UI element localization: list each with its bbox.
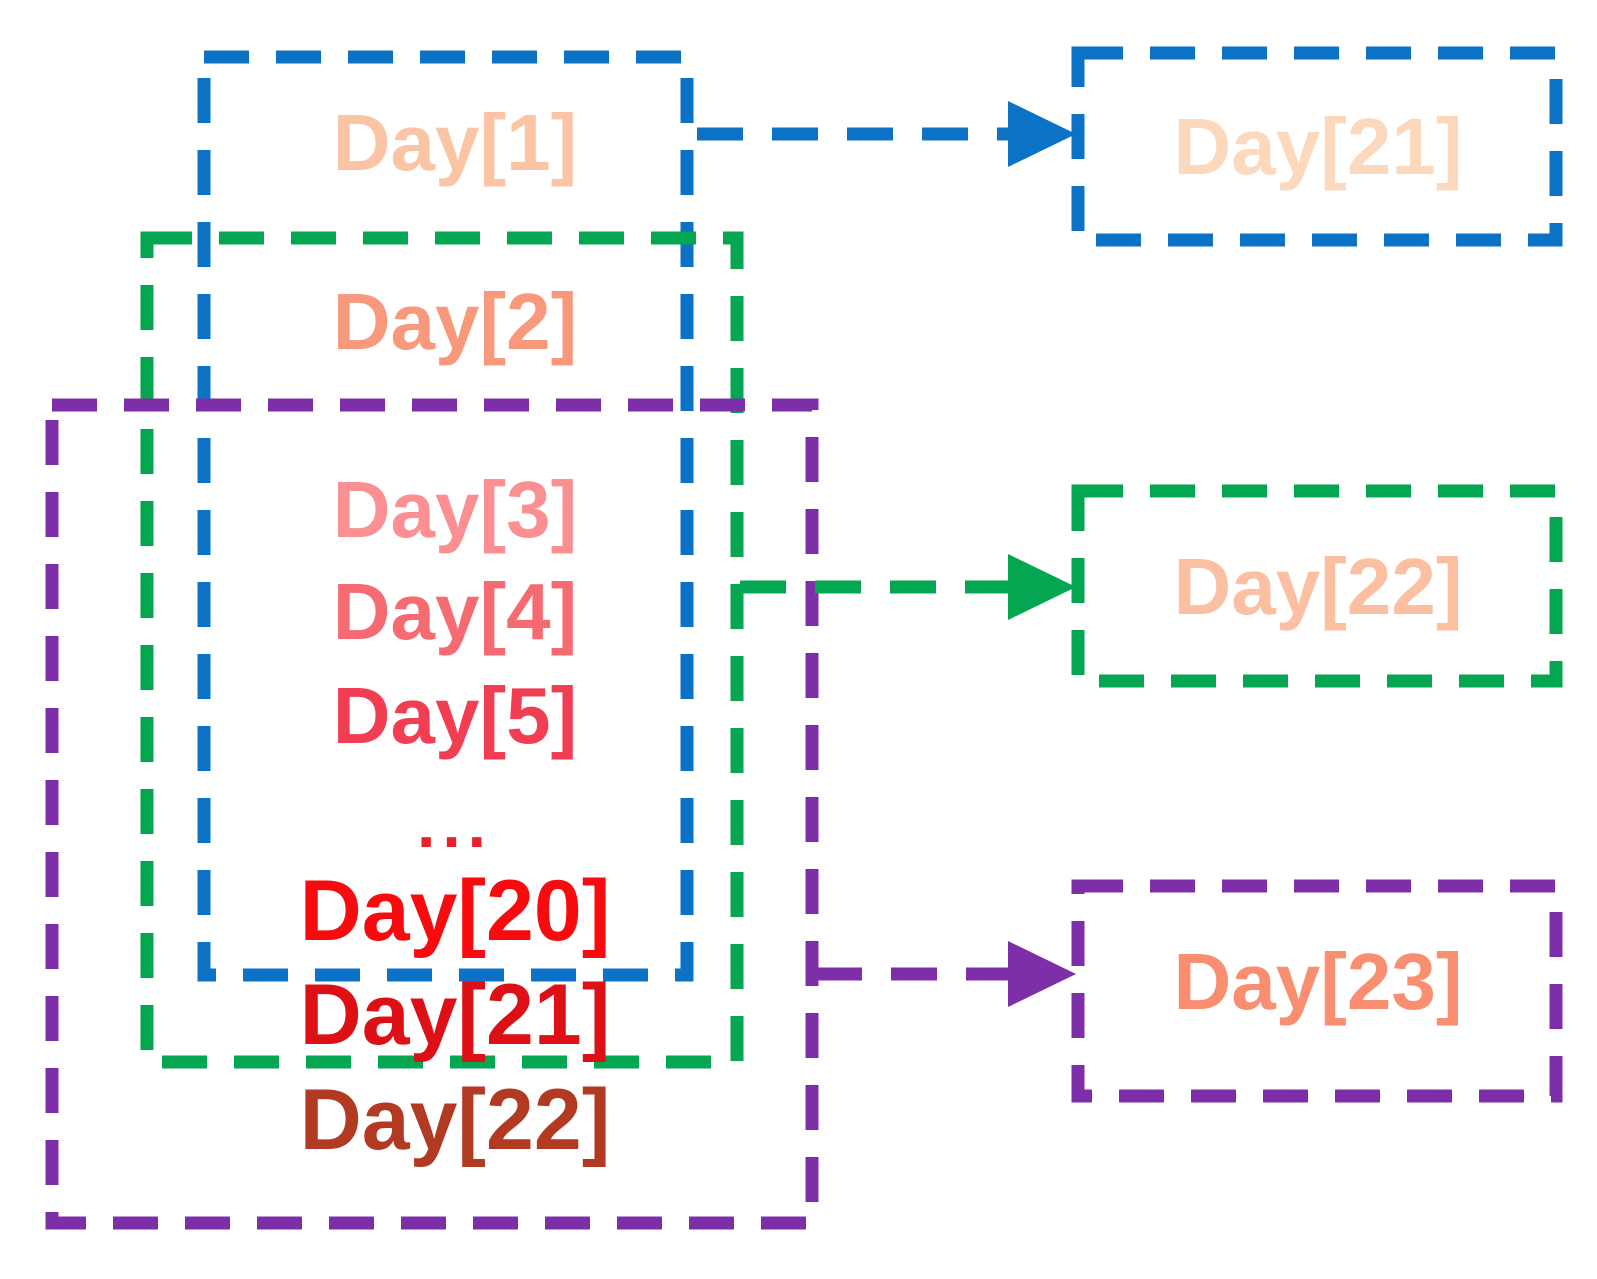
output-day-label-23: Day[23] [1173, 937, 1463, 1026]
ellipsis-label: ... [416, 787, 494, 861]
window-3-arrowhead-icon [1008, 941, 1076, 1007]
input-day-label-4: Day[4] [332, 567, 578, 656]
window-2-arrowhead-icon [1008, 554, 1076, 620]
window-1-arrowhead-icon [1008, 101, 1076, 167]
output-day-label-21: Day[21] [1173, 102, 1463, 191]
window-2-input-box [140, 231, 744, 1069]
input-day-label-2: Day[2] [332, 277, 578, 366]
window-3-output-box [1071, 879, 1563, 1103]
input-day-label-22: Day[22] [299, 1072, 611, 1168]
input-day-label-3: Day[3] [332, 465, 578, 554]
window-1-output-box [1071, 46, 1563, 247]
input-day-label-20: Day[20] [299, 863, 611, 959]
input-day-label-1: Day[1] [332, 98, 578, 187]
window-3-input-box [45, 398, 819, 1230]
input-day-label-21: Day[21] [299, 967, 611, 1063]
window-2-output-box [1071, 484, 1563, 688]
window-1-input-box [197, 50, 694, 982]
output-day-label-22: Day[22] [1173, 542, 1463, 631]
input-day-label-5: Day[5] [332, 671, 578, 760]
